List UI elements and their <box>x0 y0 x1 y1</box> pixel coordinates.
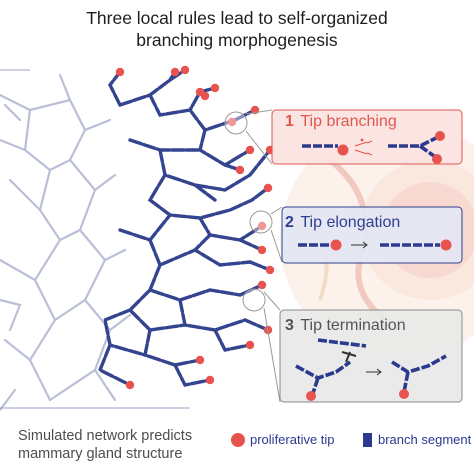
branch-segment <box>128 138 202 152</box>
branch-segment <box>97 343 132 387</box>
rule-2-number: 2 <box>285 214 294 231</box>
proliferative-tip <box>227 117 237 127</box>
tip-legend-icon <box>231 433 245 447</box>
branch-segment <box>127 288 187 332</box>
proliferative-tip <box>257 280 267 290</box>
branch-segment <box>158 148 217 202</box>
tip-legend-label: proliferative tip <box>250 432 335 447</box>
rule-2-label: Tip elongation <box>300 214 401 231</box>
proliferative-tip <box>125 380 135 390</box>
network-left-faint <box>0 73 132 412</box>
branch-segment <box>103 308 147 357</box>
figure-title-line2: branching morphogenesis <box>136 30 338 50</box>
branch-segment <box>148 90 202 117</box>
branch-segment <box>198 128 252 167</box>
network-tips <box>115 65 275 390</box>
panel-tip-termination <box>279 309 463 403</box>
proliferative-tip <box>263 183 273 193</box>
proliferative-tip <box>235 165 245 175</box>
footer-line1: Simulated network predicts <box>18 428 193 444</box>
proliferative-tip <box>200 91 210 101</box>
rule-3-header: 3 Tip termination <box>285 317 406 335</box>
panel-tip-elongation <box>281 206 463 264</box>
panel-tip-branching <box>271 109 463 165</box>
branch-segment <box>192 233 252 267</box>
proliferative-tip <box>257 221 267 231</box>
segment-legend-label: branch segment <box>378 432 472 447</box>
rule-3-number: 3 <box>285 317 294 334</box>
branch-segment <box>118 70 177 107</box>
rule-1-label: Tip branching <box>300 113 397 130</box>
branch-segment <box>193 148 272 192</box>
branch-segment <box>147 263 242 302</box>
figure-title-line1: Three local rules lead to self-organized <box>86 8 388 28</box>
proliferative-tip <box>245 340 255 350</box>
branch-segment <box>148 238 197 268</box>
branch-segment <box>173 363 212 387</box>
proliferative-tip <box>245 145 255 155</box>
branch-segment <box>198 216 264 242</box>
callout-lines <box>224 109 283 403</box>
segment-legend-icon <box>363 433 372 447</box>
footer-line2: mammary gland structure <box>18 446 183 462</box>
rule-2-header: 2 Tip elongation <box>285 214 400 232</box>
proliferative-tip <box>195 355 205 365</box>
rule-3-label: Tip termination <box>300 317 406 334</box>
proliferative-tip <box>257 245 267 255</box>
branch-segment <box>228 186 270 212</box>
proliferative-tip <box>170 67 180 77</box>
branch-segment <box>108 70 122 107</box>
branch-segment <box>213 328 252 352</box>
branch-segment <box>118 213 172 242</box>
branch-segment <box>143 328 202 367</box>
proliferative-tip <box>205 375 215 385</box>
proliferative-tip <box>115 67 125 77</box>
proliferative-tip <box>180 65 190 75</box>
proliferative-tip <box>265 265 275 275</box>
rule-1-number: 1 <box>285 113 294 130</box>
proliferative-tip <box>210 83 220 93</box>
rule-1-header: 1 Tip branching <box>285 113 397 131</box>
branch-segment <box>147 173 232 220</box>
